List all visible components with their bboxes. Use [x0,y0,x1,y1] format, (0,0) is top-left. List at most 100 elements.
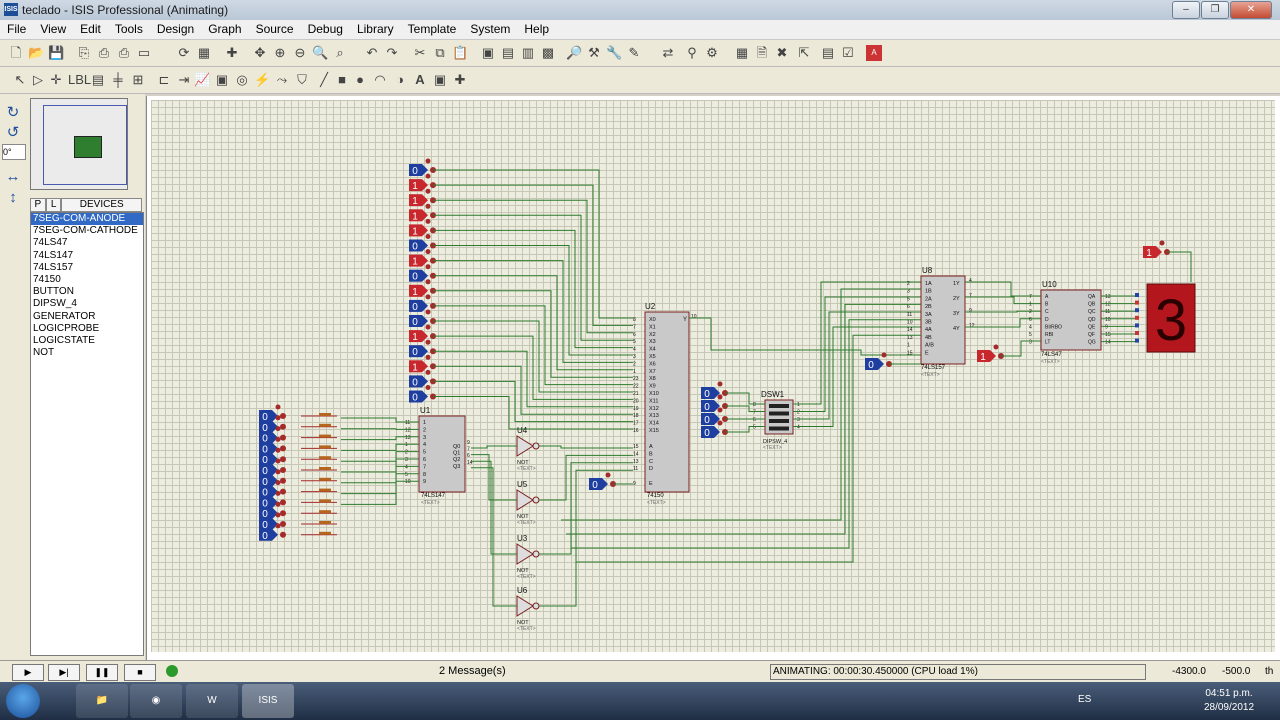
undo-icon[interactable]: ↶ [366,45,378,60]
new-sheet-icon[interactable]: 🗎 [756,45,768,60]
remove-sheet-icon[interactable]: ✖ [776,45,788,60]
junction-dot-icon[interactable]: ✛ [50,72,62,87]
device-item[interactable]: GENERATOR [33,310,96,322]
generator-icon[interactable]: ◎ [236,72,248,87]
menu-edit[interactable]: Edit [80,22,101,36]
device-item[interactable]: 74LS147 [33,249,74,261]
menu-graph[interactable]: Graph [208,22,242,36]
zoom-out-icon[interactable]: ⊖ [294,45,306,60]
grid-icon[interactable]: ▦ [197,45,211,60]
device-item[interactable]: 74LS47 [33,237,68,249]
menu-view[interactable]: View [40,22,67,36]
block-delete-icon[interactable]: ▩ [541,45,555,60]
device-item[interactable]: 74LS157 [33,261,74,273]
pin-icon[interactable]: ⇥ [178,72,190,87]
graph-icon[interactable]: 📈 [194,72,211,87]
device-item[interactable]: NOT [33,347,55,359]
voltage-probe-icon[interactable]: ⚡ [254,72,271,87]
import-icon[interactable]: ⎘ [78,45,90,60]
bill-of-materials-icon[interactable]: ▦ [735,45,749,60]
path-icon[interactable]: ◑ [396,72,404,87]
menu-source[interactable]: Source [255,22,294,36]
mirror-horizontal-icon[interactable]: ↔ [5,168,21,185]
block-copy-icon[interactable]: ▣ [481,45,495,60]
device-item[interactable]: DIPSW_4 [33,298,77,310]
device-item[interactable]: 7SEG-COM-CATHODE [33,225,138,237]
word-taskbar-icon[interactable]: W [186,684,238,718]
pan-icon[interactable]: ✥ [254,45,266,60]
zoom-in-icon[interactable]: ⊕ [274,45,286,60]
ares-icon[interactable]: A [866,45,882,61]
mirror-vertical-icon[interactable]: ↕ [9,189,17,206]
selection-mode-icon[interactable]: ↖ [14,72,26,87]
device-item[interactable]: BUTTON [33,286,74,298]
pause-button[interactable]: ❚❚ [86,664,118,681]
zoom-area-icon[interactable]: ⌕ [336,45,344,60]
explorer-taskbar-icon[interactable]: 📁 [76,684,128,718]
minimize-button[interactable]: – [1172,1,1200,19]
virtual-instrument-icon[interactable]: ⛉ [297,72,307,87]
pick-button[interactable]: P [30,198,46,212]
pick-device-icon[interactable]: 🔎 [566,45,583,60]
print-icon[interactable]: ⎙ [118,45,130,60]
rotate-clockwise-icon[interactable]: ↻ [6,104,20,121]
menu-template[interactable]: Template [407,22,457,36]
menu-library[interactable]: Library [356,22,394,36]
rotate-anticlockwise-icon[interactable]: ↺ [6,124,20,141]
step-button[interactable]: ▶| [48,664,80,681]
electrical-check-icon[interactable]: ☑ [842,45,854,60]
block-rotate-icon[interactable]: ▥ [521,45,535,60]
close-button[interactable]: ✕ [1230,1,1272,19]
block-move-icon[interactable]: ▤ [501,45,515,60]
refresh-icon[interactable]: ⟳ [178,45,190,60]
exit-to-parent-icon[interactable]: ⇱ [798,45,810,60]
restore-button[interactable]: ❐ [1201,1,1229,19]
arc-icon[interactable]: ◠ [374,72,386,87]
packaging-icon[interactable]: 🔧 [606,45,623,60]
menu-system[interactable]: System [470,22,511,36]
menu-tools[interactable]: Tools [114,22,143,36]
device-item[interactable]: LOGICPROBE [33,322,100,334]
isis-taskbar-icon[interactable]: ISIS [242,684,294,718]
wire-label-icon[interactable]: LBL [68,72,92,87]
text-script-icon[interactable]: ▤ [91,72,105,87]
menu-file[interactable]: File [7,22,27,36]
current-probe-icon[interactable]: ⤳ [276,72,288,87]
buses-icon[interactable]: ╪ [113,72,123,87]
export-icon[interactable]: ⎙ [98,45,110,60]
line-icon[interactable]: ╱ [320,72,328,87]
open-file-icon[interactable]: 📂 [28,45,45,60]
box-icon[interactable]: ■ [338,72,346,87]
text-icon[interactable]: A [415,72,425,87]
save-icon[interactable]: 💾 [48,45,65,60]
cut-icon[interactable]: ✂ [414,45,426,60]
rotation-angle-field[interactable]: 0° [2,144,26,160]
netlist-icon[interactable]: ▤ [821,45,835,60]
play-button[interactable]: ▶ [12,664,44,681]
decompose-icon[interactable]: ✎ [628,45,640,60]
device-item[interactable]: 74150 [33,274,61,286]
circle-icon[interactable]: ● [356,72,364,87]
overview-window[interactable] [30,98,128,190]
origin-icon[interactable]: ✚ [226,45,238,60]
chrome-taskbar-icon[interactable]: ◉ [130,684,182,718]
tape-recorder-icon[interactable]: ▣ [215,72,229,87]
language-indicator[interactable]: ES [1078,694,1092,705]
library-button[interactable]: L [45,198,62,212]
symbol-icon[interactable]: ▣ [433,72,447,87]
paste-icon[interactable]: 📋 [452,45,469,60]
copy-icon[interactable]: ⧉ [435,45,445,60]
message-count[interactable]: 2 Message(s) [439,665,506,677]
menu-design[interactable]: Design [156,22,195,36]
redo-icon[interactable]: ↷ [386,45,398,60]
clock[interactable]: 04:51 p.m. 28/09/2012 [1196,687,1262,715]
marker-icon[interactable]: ✚ [454,72,466,87]
property-tool-icon[interactable]: ⚙ [706,45,718,60]
new-file-icon[interactable]: 🗋 [10,45,22,60]
stop-button[interactable]: ■ [124,664,156,681]
subcircuit-icon[interactable]: ⊞ [132,72,144,87]
wire-autorouter-icon[interactable]: ⇄ [662,45,674,60]
make-device-icon[interactable]: ⚒ [588,45,600,60]
device-item[interactable]: LOGICSTATE [33,335,95,347]
